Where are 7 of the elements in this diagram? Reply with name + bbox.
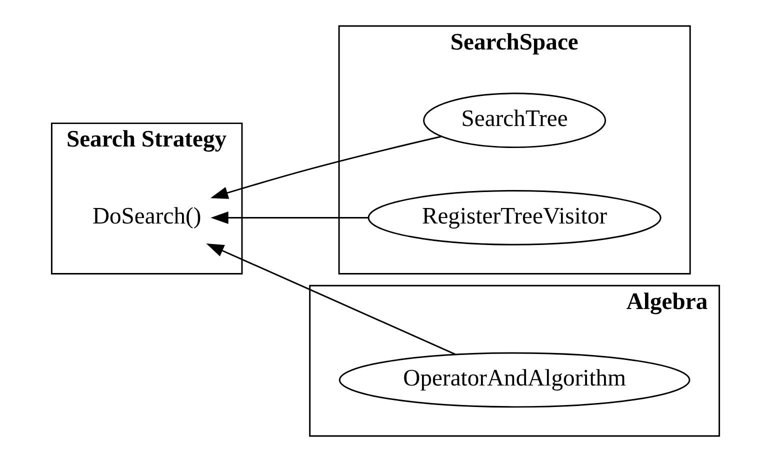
- arrow: [206, 243, 456, 355]
- node-ellipse: SearchTree: [422, 92, 606, 148]
- node-text: DoSearch(): [92, 203, 201, 230]
- arrow: [210, 212, 368, 224]
- node-ellipse: OperatorAndAlgorithm: [338, 352, 690, 408]
- node-ellipse: RegisterTreeVisitor: [367, 190, 661, 246]
- arrow: [210, 136, 442, 199]
